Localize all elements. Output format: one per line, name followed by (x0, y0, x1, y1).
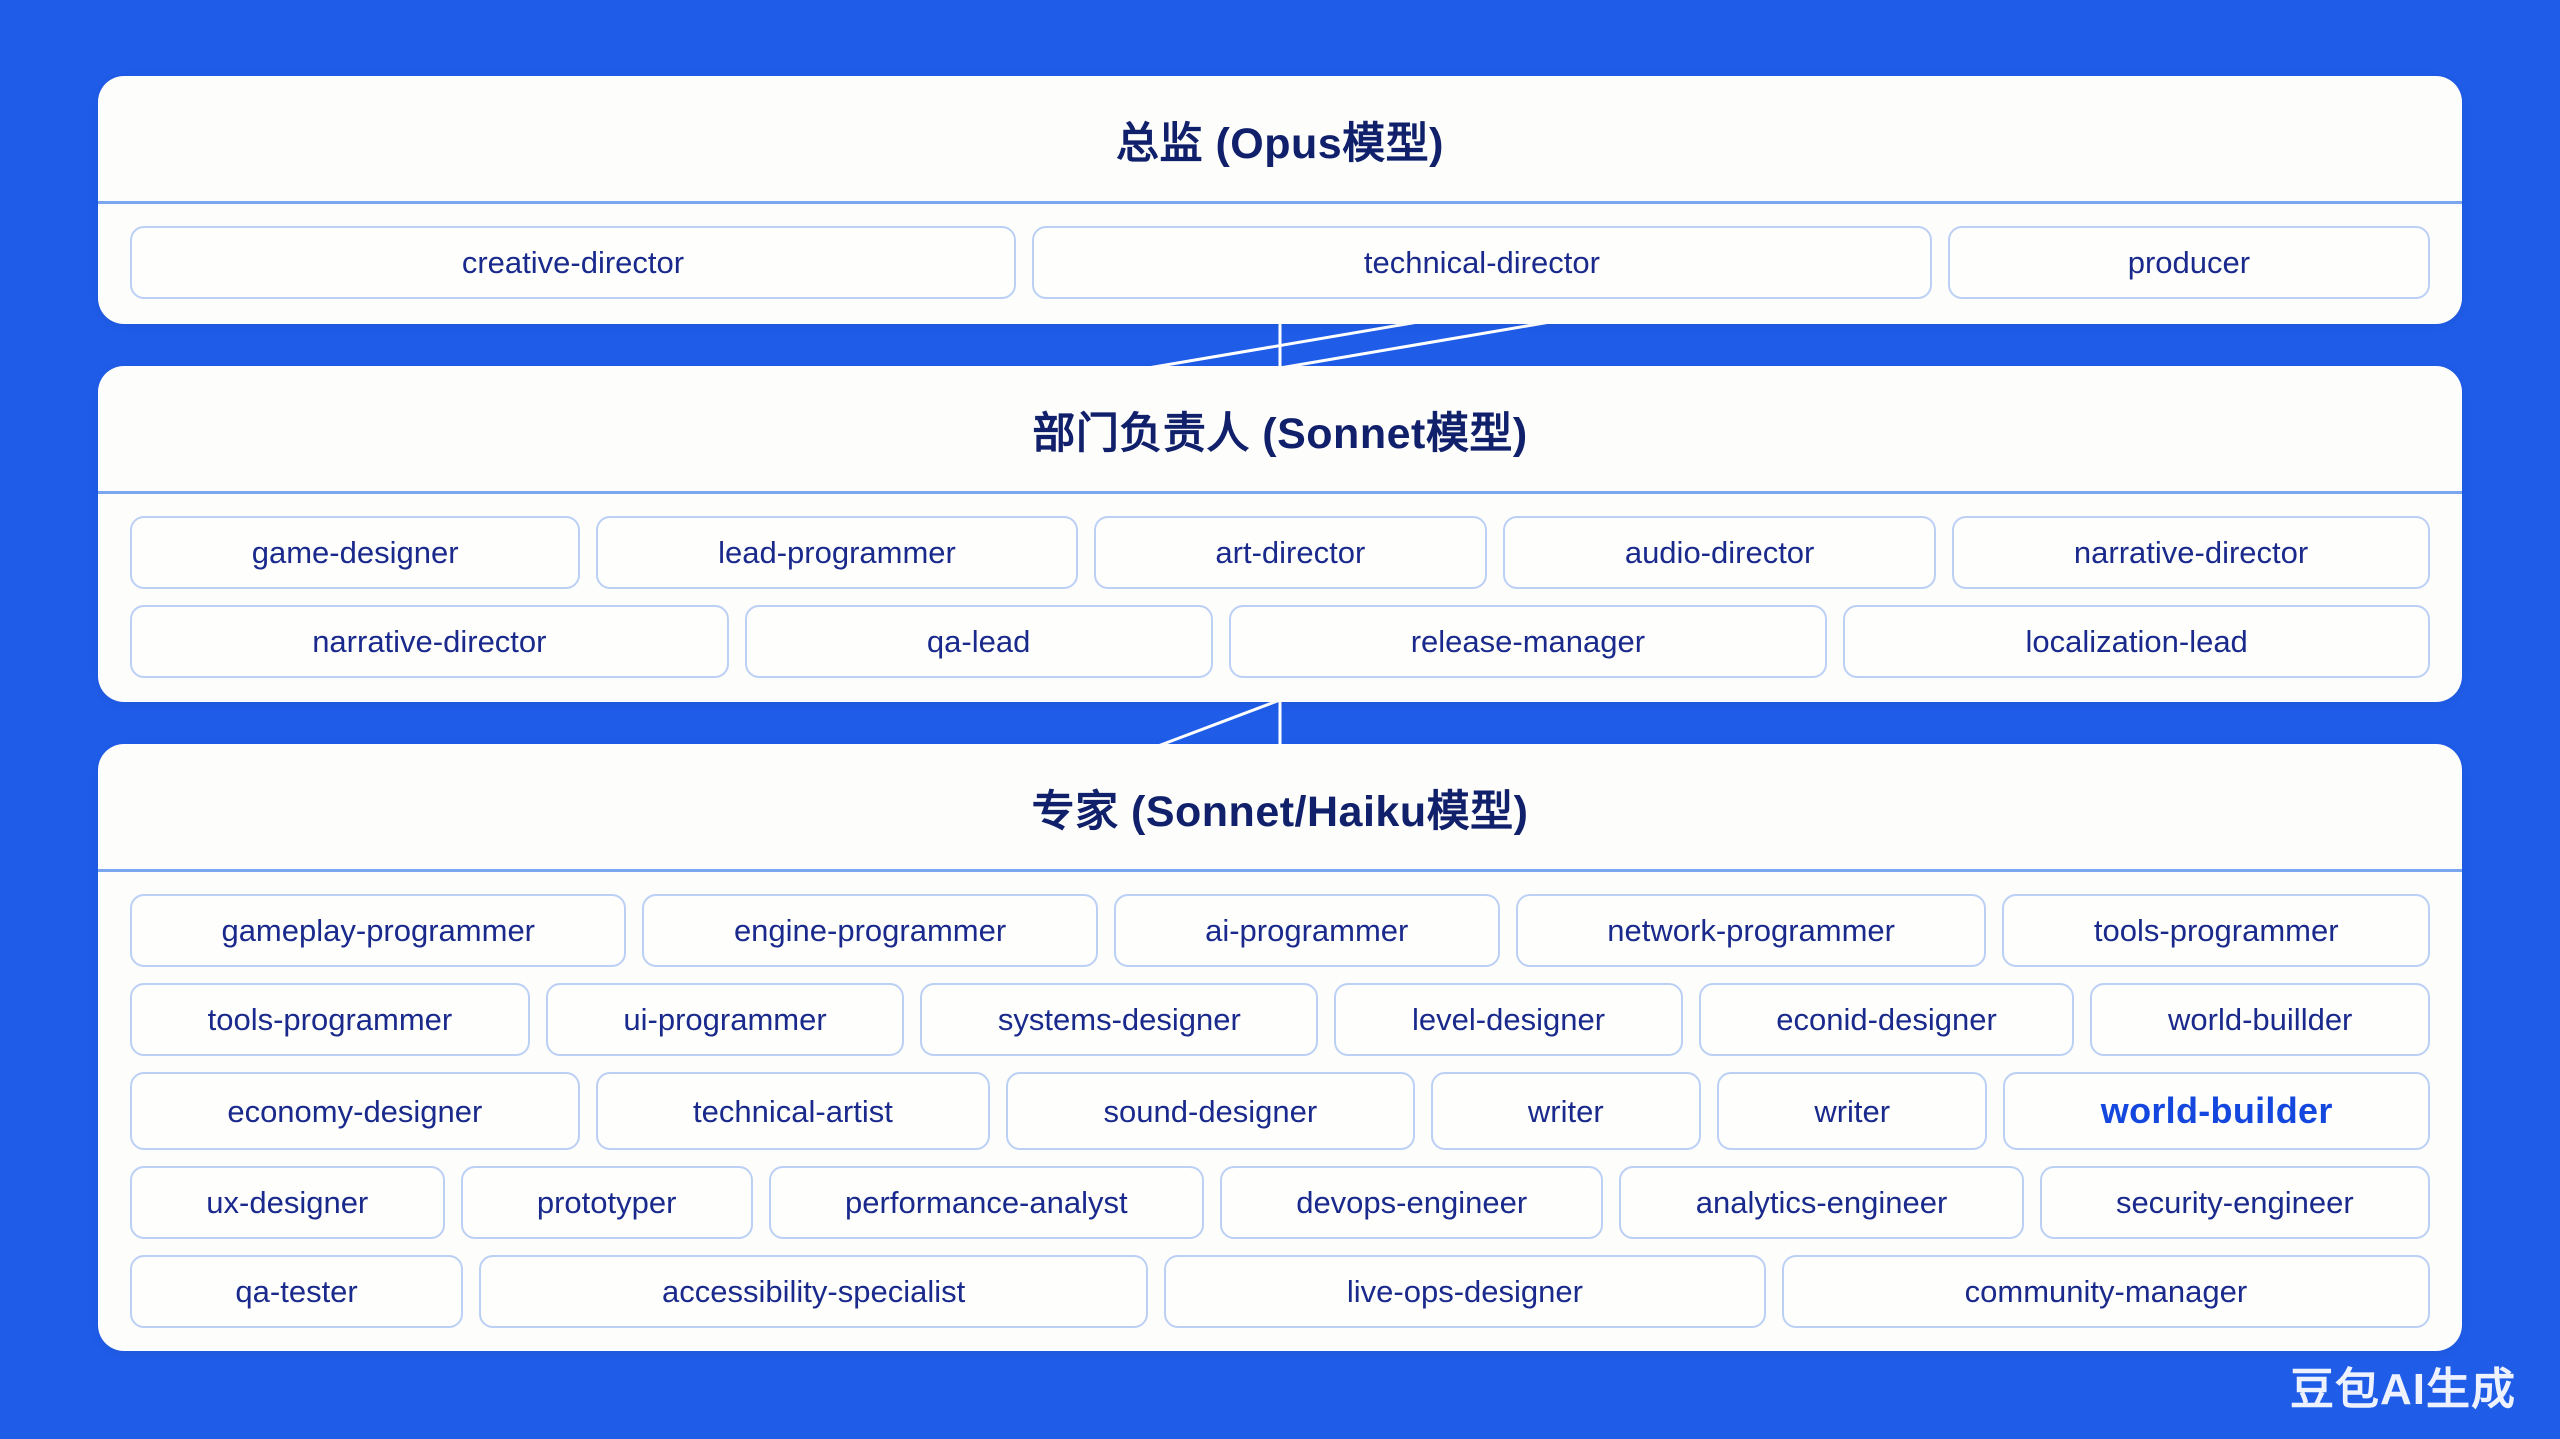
tier-body-director: creative-director technical-director pro… (98, 204, 2462, 324)
agent-row: economy-designer technical-artist sound-… (130, 1072, 2430, 1151)
tier-card-department-head: 部门负责人 (Sonnet模型) game-designer lead-prog… (98, 365, 2462, 703)
agent-chip-prototyper[interactable]: prototyper (460, 1166, 753, 1240)
agent-chip-qa-tester[interactable]: qa-tester (130, 1255, 464, 1329)
tier-title-specialist: 专家 (Sonnet/Haiku模型) (98, 744, 2462, 873)
agent-chip-ux-designer[interactable]: ux-designer (129, 1166, 445, 1240)
agent-chip-narrative-director-2[interactable]: narrative-director (129, 604, 729, 678)
agent-chip-technical-director[interactable]: technical-director (1031, 226, 1932, 299)
agent-chip-systems-designer[interactable]: systems-designer (920, 983, 1319, 1057)
agent-chip-analytics-engineer[interactable]: analytics-engineer (1619, 1166, 2024, 1240)
agent-chip-engine-programmer[interactable]: engine-programmer (642, 894, 1098, 968)
agent-chip-technical-artist[interactable]: technical-artist (595, 1072, 991, 1151)
agent-chip-localization-lead[interactable]: localization-lead (1843, 604, 2431, 678)
connector-director-to-department (98, 320, 2462, 370)
agent-row: ux-designer prototyper performance-analy… (129, 1166, 2431, 1240)
agent-row: gameplay-programmer engine-programmer ai… (130, 894, 2431, 968)
agent-chip-security-engineer[interactable]: security-engineer (2039, 1166, 2431, 1240)
agent-chip-writer-1[interactable]: writer (1430, 1072, 1701, 1151)
agent-chip-sound-designer[interactable]: sound-designer (1006, 1072, 1415, 1151)
agent-chip-creative-director[interactable]: creative-director (130, 226, 1016, 299)
agent-chip-accessibility-specialist[interactable]: accessibility-specialist (479, 1255, 1149, 1329)
agent-chip-art-director[interactable]: art-director (1093, 515, 1488, 589)
tier-title-department-head: 部门负责人 (Sonnet模型) (98, 366, 2462, 494)
agent-chip-ui-programmer[interactable]: ui-programmer (545, 983, 905, 1057)
agent-chip-level-designer[interactable]: level-designer (1334, 983, 1683, 1057)
agent-chip-economy-designer[interactable]: economy-designer (130, 1072, 580, 1151)
connector-line-diagonal-a (1157, 698, 1281, 748)
agent-chip-game-designer[interactable]: game-designer (129, 515, 581, 589)
agent-chip-qa-lead[interactable]: qa-lead (744, 604, 1213, 678)
agent-row: creative-director technical-director pro… (130, 226, 2430, 299)
connector-department-to-specialist (98, 698, 2462, 748)
tier-title-director: 总监 (Opus模型) (98, 76, 2462, 204)
agent-chip-econid-designer[interactable]: econid-designer (1698, 983, 2075, 1057)
agent-chip-live-ops-designer[interactable]: live-ops-designer (1164, 1255, 1766, 1329)
agent-chip-lead-programmer[interactable]: lead-programmer (596, 515, 1078, 589)
agent-row: qa-tester accessibility-specialist live-… (130, 1255, 2431, 1329)
agent-chip-tools-programmer[interactable]: tools-programmer (2002, 894, 2431, 968)
agent-chip-narrative-director[interactable]: narrative-director (1952, 515, 2431, 589)
agent-row: game-designer lead-programmer art-direct… (129, 515, 2431, 589)
agent-chip-world-builder-highlighted[interactable]: world-builder (2003, 1072, 2430, 1151)
agent-chip-producer[interactable]: producer (1947, 226, 2430, 299)
connector-line-diagonal-b (1279, 320, 1551, 370)
tier-card-specialist: 专家 (Sonnet/Haiku模型) gameplay-programmer … (98, 744, 2462, 1351)
agent-row: tools-programmer ui-programmer systems-d… (130, 983, 2430, 1057)
agent-chip-ai-programmer[interactable]: ai-programmer (1113, 894, 1500, 968)
tier-body-department-head: game-designer lead-programmer art-direct… (98, 494, 2462, 702)
agent-chip-release-manager[interactable]: release-manager (1228, 604, 1828, 678)
tier-card-director: 总监 (Opus模型) creative-director technical-… (98, 76, 2462, 324)
agent-chip-network-programmer[interactable]: network-programmer (1515, 894, 1987, 968)
connector-line-diagonal-a (1147, 320, 1419, 370)
tier-body-specialist: gameplay-programmer engine-programmer ai… (98, 872, 2462, 1351)
agent-chip-audio-director[interactable]: audio-director (1503, 515, 1937, 589)
agent-chip-tools-programmer-2[interactable]: tools-programmer (130, 983, 530, 1057)
agent-chip-world-buillder[interactable]: world-buillder (2090, 983, 2430, 1057)
agent-chip-community-manager[interactable]: community-manager (1781, 1255, 2431, 1329)
agent-chip-devops-engineer[interactable]: devops-engineer (1219, 1166, 1604, 1240)
agent-chip-performance-analyst[interactable]: performance-analyst (768, 1166, 1204, 1240)
agent-chip-gameplay-programmer[interactable]: gameplay-programmer (130, 894, 627, 968)
agent-chip-writer-2[interactable]: writer (1717, 1072, 1988, 1151)
agent-row: narrative-director qa-lead release-manag… (129, 604, 2431, 678)
